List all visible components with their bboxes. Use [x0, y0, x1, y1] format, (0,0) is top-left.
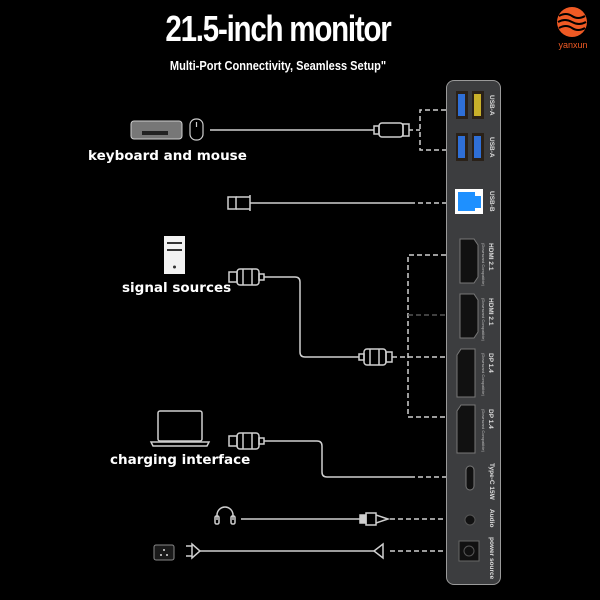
monitor-io-panel: USB-A USB-A USB-B HDMI 2.1 (Downward Com…: [446, 80, 501, 585]
device-label-keyboard-mouse: keyboard and mouse: [88, 148, 247, 164]
device-label-signal-sources: signal sources: [122, 280, 232, 296]
port-label-usb-a-2: USB-A: [488, 137, 495, 158]
port-label-hdmi-2: HDMI 2.1: [487, 298, 494, 326]
usb-plug-icon: [227, 196, 237, 210]
usb-a-port-icon: [456, 133, 468, 161]
usb-b-port-icon: [455, 189, 483, 214]
power-port-icon: [458, 540, 480, 562]
dp-plug-icon: [363, 348, 387, 366]
port-label-dp-2: DP 1.4: [487, 409, 494, 429]
power-plug-icon: [186, 542, 202, 560]
device-label-charging: charging interface: [110, 452, 251, 468]
port-sublabel-hdmi-1: (Downward Compatible): [481, 243, 486, 286]
page-subtitle: Multi-Port Connectivity, Seamless Setup": [169, 58, 387, 73]
hdmi-plug-icon: [236, 268, 260, 286]
power-outlet-icon: [153, 544, 175, 561]
mouse-icon: [189, 118, 204, 141]
displayport-icon: [456, 348, 476, 398]
hdmi-port-icon: [459, 238, 479, 284]
port-sublabel-hdmi-2: (Downward Compatible): [481, 298, 486, 341]
port-label-hdmi-1: HDMI 2.1: [487, 243, 494, 271]
page-title: 21.5-inch monitor: [165, 8, 391, 49]
port-label-power: power source: [488, 537, 495, 580]
audio-jack-icon: [464, 514, 476, 526]
pc-tower-icon: [164, 236, 185, 274]
port-label-audio: Audio: [488, 509, 495, 528]
keyboard-icon: [130, 120, 183, 140]
port-sublabel-dp-1: (Downward Compatible): [481, 353, 486, 396]
usb-a-port-icon: [472, 91, 484, 119]
brand-logo-icon: [557, 7, 587, 37]
displayport-icon: [456, 404, 476, 454]
port-label-usb-b: USB-B: [488, 191, 495, 212]
type-c-port-icon: [465, 465, 475, 491]
port-label-dp-1: DP 1.4: [487, 353, 494, 373]
usb-a-port-icon: [472, 133, 484, 161]
hdmi-port-icon: [459, 293, 479, 339]
usb-a-port-icon: [456, 91, 468, 119]
headphones-icon: [214, 506, 236, 525]
port-label-usb-a-1: USB-A: [488, 95, 495, 116]
port-sublabel-dp-2: (Downward Compatible): [481, 409, 486, 452]
port-label-type-c: Type-C 15W: [488, 463, 495, 500]
type-c-plug-icon: [236, 432, 260, 450]
laptop-icon: [149, 410, 211, 447]
port-graphics: [455, 91, 484, 562]
brand-name: yanxun: [558, 40, 588, 50]
usb-a-plug-icon: [378, 122, 404, 138]
